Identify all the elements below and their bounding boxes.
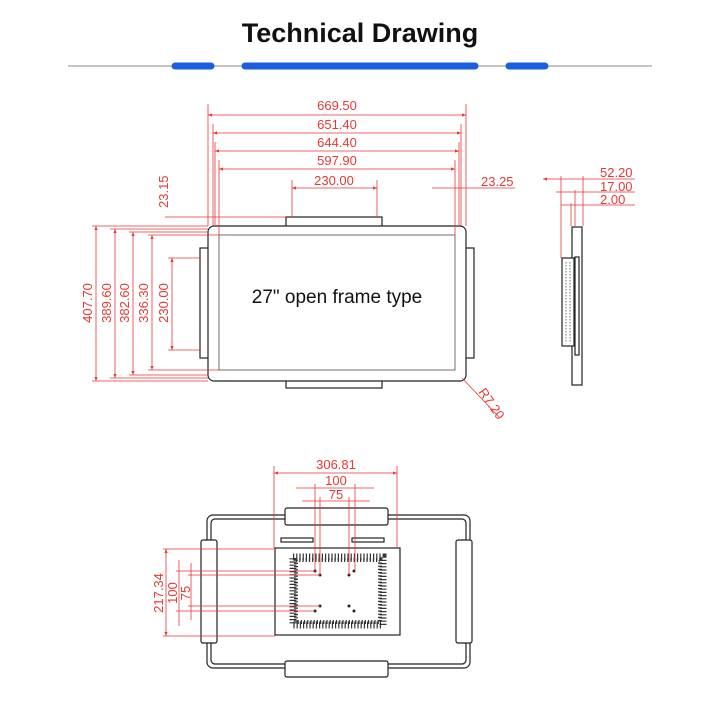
- dim-17-00: 17.00: [600, 179, 633, 194]
- dim-2-00: 2.00: [600, 192, 625, 207]
- vent-grille: [289, 553, 387, 629]
- dim-217-34: 217.34: [151, 573, 166, 613]
- dim-r7-20: R7.20: [476, 385, 508, 422]
- dim-230-left: 230.00: [156, 283, 171, 323]
- dim-651-40: 651.40: [317, 117, 357, 132]
- back-dimensions: 306.81 100 75 217.34 100 75: [151, 457, 398, 637]
- dim-23-25: 23.25: [481, 174, 514, 189]
- dim-75-v: 75: [178, 586, 193, 600]
- screen-label: 27" open frame type: [252, 287, 422, 308]
- dim-669-50: 669.50: [317, 98, 357, 113]
- front-view: 27" open frame type: [199, 216, 475, 389]
- dim-336-30: 336.30: [136, 283, 151, 323]
- dim-407-70: 407.70: [80, 283, 95, 323]
- dim-230-top: 230.00: [314, 173, 354, 188]
- dim-597-90: 597.90: [317, 153, 357, 168]
- dim-100-h: 100: [325, 473, 347, 488]
- front-horizontal-dimensions: 669.50 651.40 644.40 597.90 230.00 23.25…: [156, 98, 515, 235]
- page-title: Technical Drawing: [241, 18, 479, 48]
- dim-23-15: 23.15: [156, 175, 171, 208]
- side-view: 52.20 17.00 2.00: [543, 165, 635, 386]
- dim-52-20: 52.20: [600, 165, 633, 180]
- dim-389-60: 389.60: [99, 283, 114, 323]
- dim-100-v: 100: [165, 582, 180, 604]
- dim-75-h: 75: [329, 487, 343, 502]
- dim-644-40: 644.40: [317, 135, 357, 150]
- dim-306-81: 306.81: [316, 457, 356, 472]
- dim-382-60: 382.60: [117, 283, 132, 323]
- back-view: [200, 507, 473, 678]
